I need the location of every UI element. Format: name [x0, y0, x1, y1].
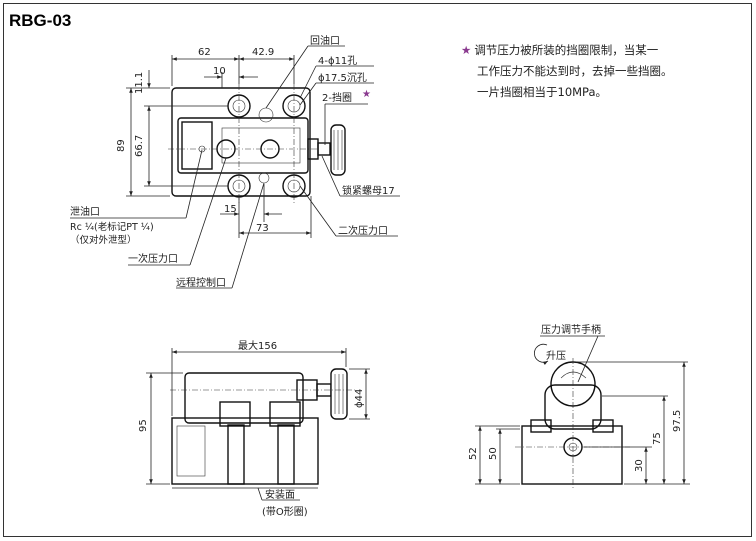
note-line-3: 一片挡圈相当于10MPa。 [477, 85, 608, 99]
label-primary-port: 一次压力口 [128, 252, 178, 265]
label-drain-thread: Rc ¼(老标记PT ¼) [70, 221, 154, 233]
port-remote [258, 172, 270, 184]
valve-body [177, 117, 309, 174]
dim-73: 73 [256, 223, 269, 234]
inner-block [221, 127, 301, 164]
label-counterbore: ϕ17.5沉孔 [318, 71, 367, 84]
model-title: RBG-03 [9, 11, 72, 30]
side-body [521, 425, 623, 485]
front-lower-body [171, 417, 319, 485]
dim-66-7: 66.7 [134, 135, 145, 157]
front-boss-2 [269, 401, 301, 427]
dim-50: 50 [488, 447, 499, 460]
label-mount-face: 安装面 [265, 488, 295, 501]
ring-star-icon: ★ [362, 89, 371, 100]
dim-30: 30 [634, 459, 645, 472]
dim-42-9: 42.9 [252, 47, 274, 58]
front-endcap [176, 425, 206, 477]
dim-62: 62 [198, 47, 211, 58]
dim-15: 15 [224, 204, 237, 215]
end-cap [181, 121, 213, 170]
label-secondary-port: 二次压力口 [338, 224, 388, 237]
label-drain-note: （仅对外泄型） [70, 234, 137, 246]
dim-max-156: 最大156 [238, 339, 277, 352]
side-view: 压力调节手柄 升压 52 50 30 75 97.5 [468, 323, 690, 490]
note-text-1: 调节压力被所装的挡圈限制，当某一 [474, 43, 659, 57]
front-rib-1 [227, 424, 245, 485]
front-upper-body [184, 372, 304, 424]
lock-nut-shape [317, 142, 331, 156]
notes-block: ★调节压力被所装的挡圈限制，当某一 工作压力不能达到时，去掉一些挡圈。 一片挡圈… [461, 40, 751, 103]
port-return [258, 107, 274, 123]
label-oring: (带O形圈) [262, 506, 308, 518]
mounting-plate [171, 87, 311, 197]
side-ear-right [592, 419, 614, 433]
drawing-frame [3, 3, 752, 537]
front-view: 最大156 95 ϕ44 安装面 (带O形圈) [138, 339, 370, 518]
note-line-2: 工作压力不能达到时，去掉一些挡圈。 [477, 64, 673, 78]
note-line-1: ★调节压力被所装的挡圈限制，当某一 [461, 40, 751, 61]
dim-phi-44: ϕ44 [354, 389, 365, 408]
dim-97-5: 97.5 [672, 410, 683, 432]
star-icon: ★ [461, 43, 472, 57]
dim-95: 95 [138, 419, 149, 432]
label-drain-port: 泄油口 [70, 205, 100, 218]
label-holes: 4-ϕ11孔 [318, 55, 357, 67]
label-retaining-rings: 2-挡圈 [322, 91, 352, 104]
side-ear-left [530, 419, 552, 433]
bolt-holes [227, 94, 306, 198]
front-boss-1 [219, 401, 251, 427]
dim-75: 75 [652, 432, 663, 445]
label-return-port: 回油口 [310, 34, 340, 47]
label-lock-nut: 锁紧螺母17 [342, 184, 395, 197]
label-rise: 升压 [546, 350, 566, 362]
rise-arrow-icon [534, 343, 549, 365]
label-handle: 压力调节手柄 [541, 323, 601, 336]
dim-52: 52 [468, 447, 479, 460]
front-rib-2 [277, 424, 295, 485]
dim-10: 10 [213, 66, 226, 77]
label-remote-port: 远程控制口 [176, 276, 226, 289]
top-view: 62 42.9 10 89 66.7 11.1 15 73 回油口 4- [70, 34, 400, 289]
dim-89: 89 [116, 139, 127, 152]
dim-11-1: 11.1 [134, 72, 145, 94]
